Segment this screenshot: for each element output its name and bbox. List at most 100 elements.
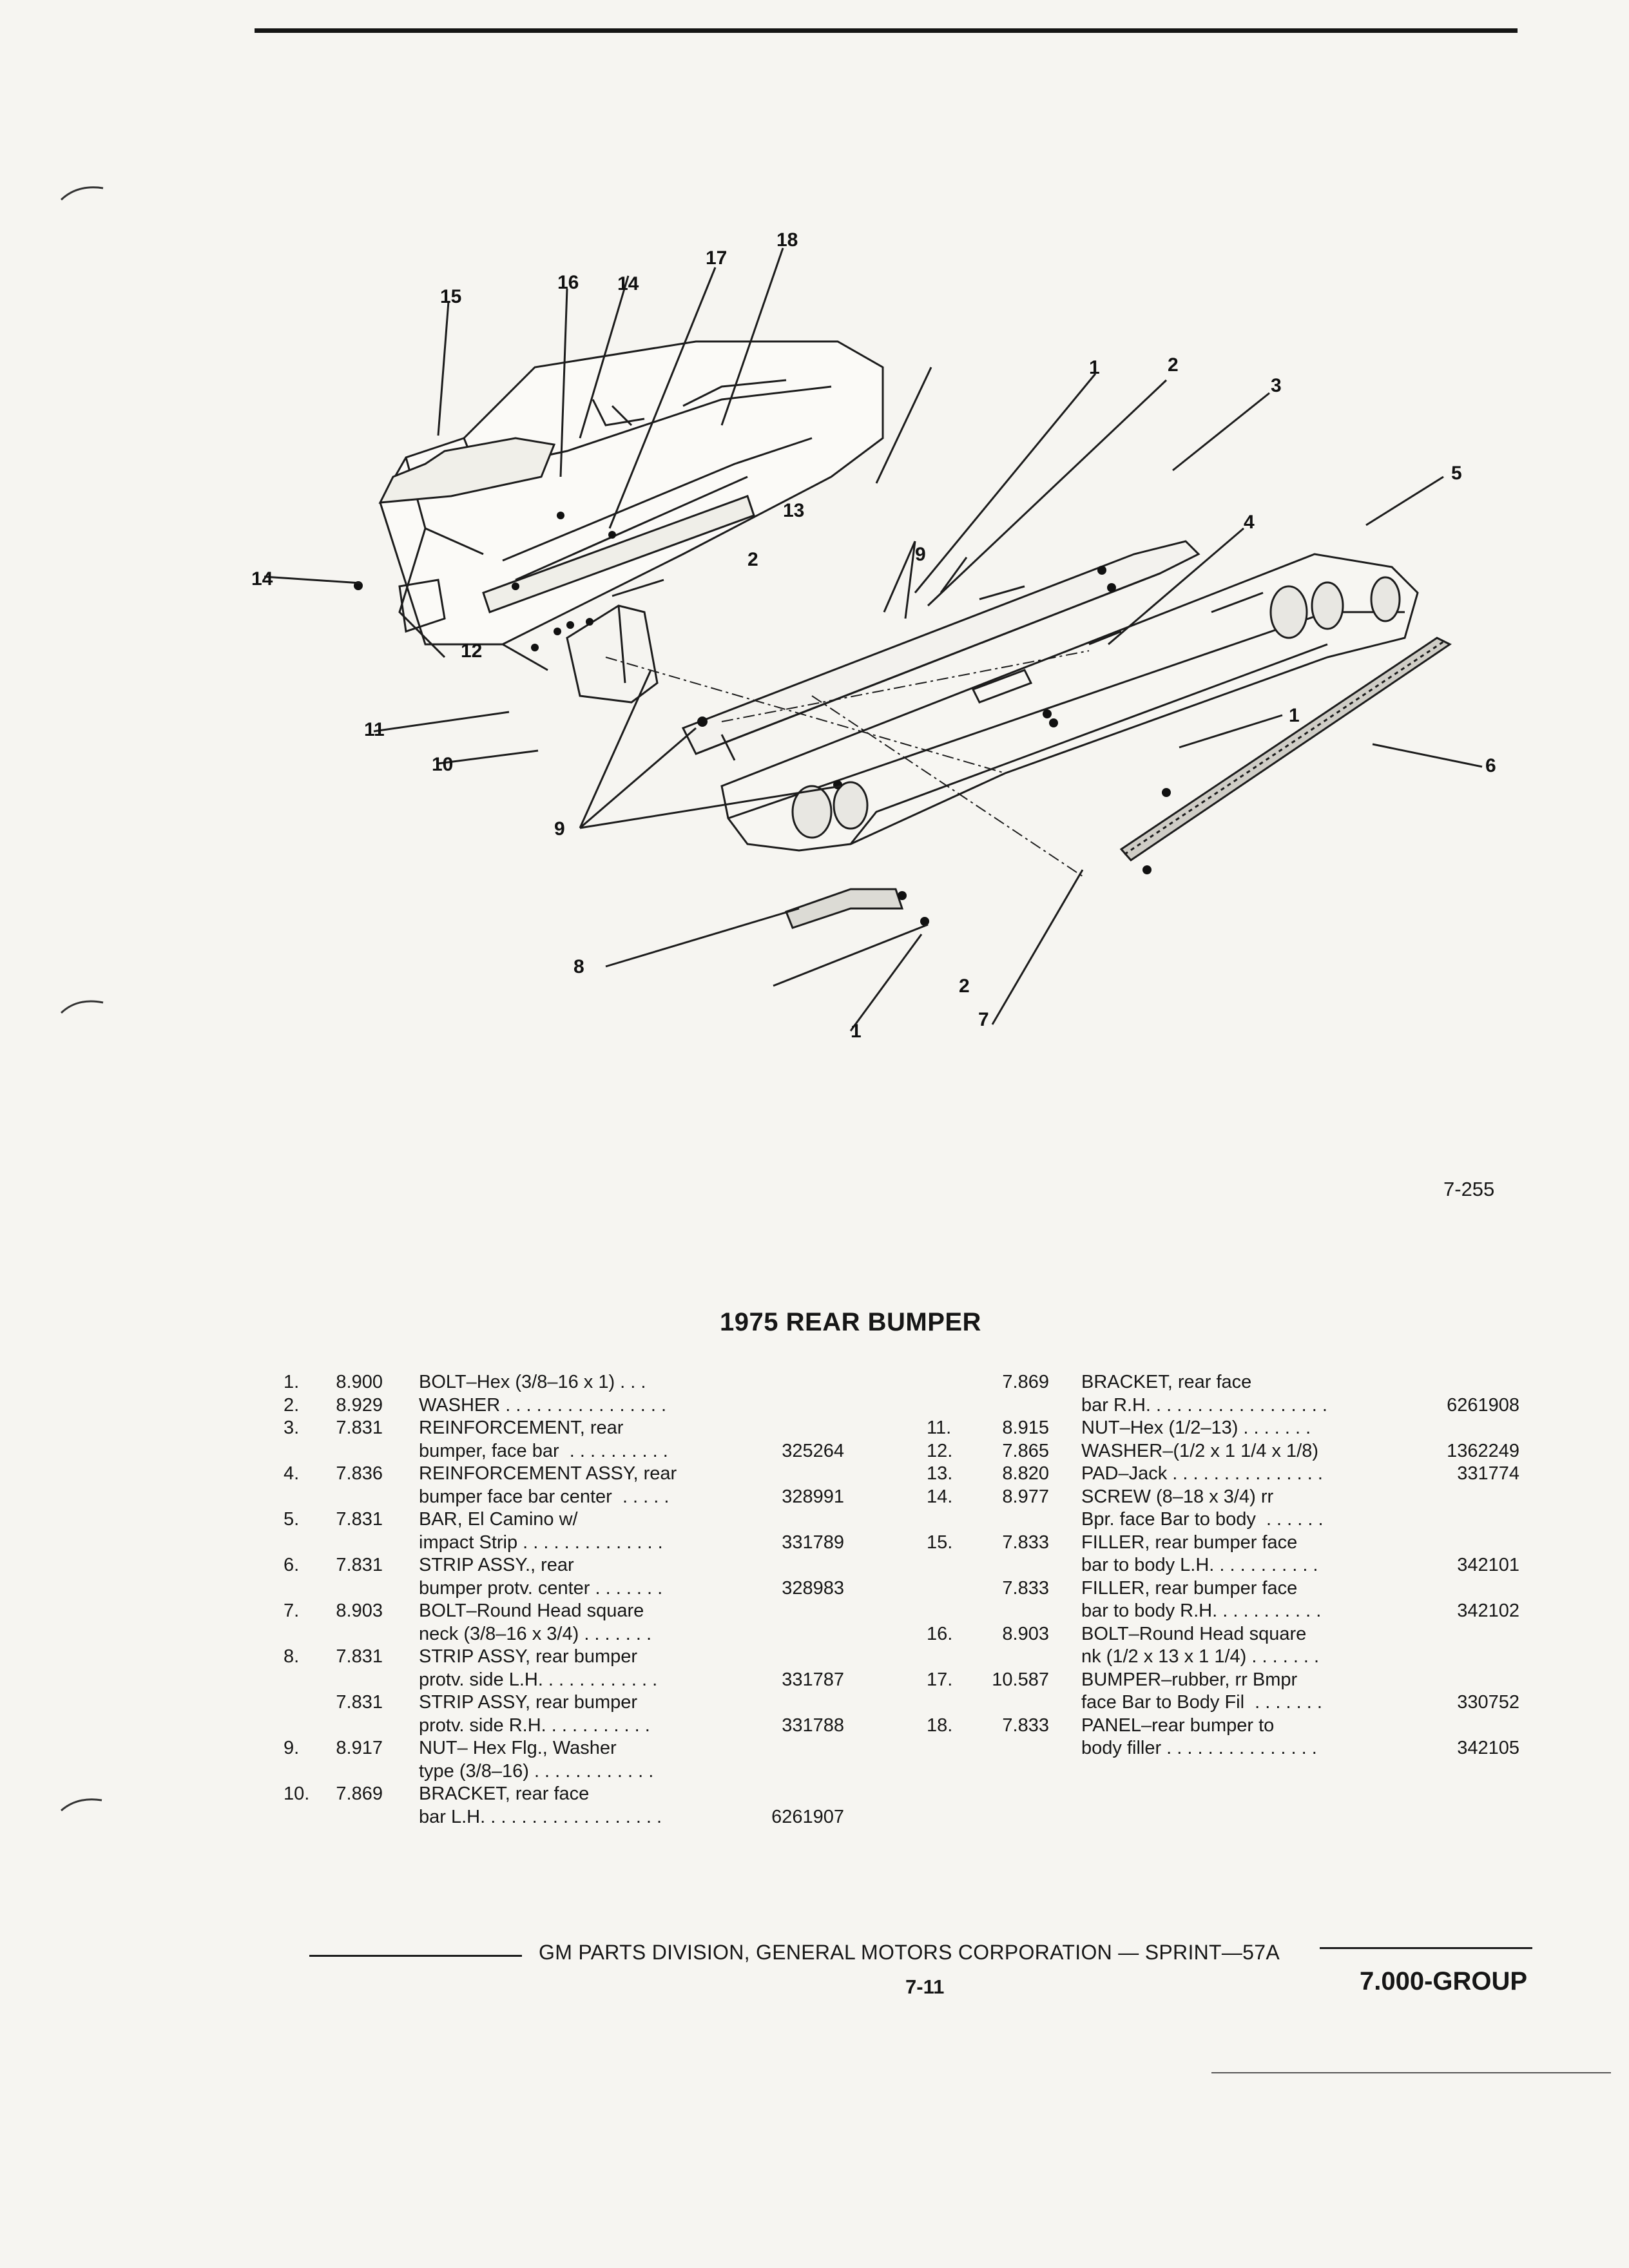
group-label: 7.000-GROUP <box>1360 1967 1528 1995</box>
part-number-index: 18. <box>927 1715 953 1736</box>
part-number-index: 2. <box>284 1394 300 1416</box>
part-catalog-number: 328983 <box>782 1577 844 1599</box>
description-line: PANEL–rear bumper to <box>1081 1715 1275 1736</box>
part-description: BAR, El Camino w/impact Strip . . . . . … <box>419 1508 677 1554</box>
description-line: FILLER, rear bumper face <box>1081 1577 1298 1599</box>
part-group-code: 7.831 <box>336 1692 383 1713</box>
margin-mark <box>60 1000 104 1014</box>
description-line: FILLER, rear bumper face <box>1081 1532 1298 1553</box>
callout-11: 11 <box>364 719 385 740</box>
callout-3: 3 <box>1271 375 1282 396</box>
part-number-index: 16. <box>927 1623 953 1644</box>
part-catalog-number: 6261908 <box>1447 1394 1519 1416</box>
part-group-code: 8.929 <box>336 1394 383 1416</box>
part-group-code: 7.831 <box>336 1555 383 1575</box>
description-line: BRACKET, rear face <box>419 1783 590 1804</box>
part-description: PAD–Jack . . . . . . . . . . . . . . . <box>1081 1463 1403 1486</box>
part-number-index: 17. <box>927 1669 953 1690</box>
description-line: REINFORCEMENT, rear <box>419 1418 624 1438</box>
description-line: BRACKET, rear face <box>1081 1372 1252 1392</box>
callout-1: 1 <box>1089 357 1100 378</box>
callout-2: 2 <box>1168 354 1179 376</box>
top-rule <box>255 28 1518 33</box>
part-group-code: 8.917 <box>336 1738 383 1758</box>
description-line: bar R.H. . . . . . . . . . . . . . . . .… <box>1081 1394 1327 1416</box>
description-line: face Bar to Body Fil . . . . . . . <box>1081 1692 1322 1713</box>
description-line: bar to body R.H. . . . . . . . . . . <box>1081 1600 1322 1621</box>
description-line: protv. side R.H. . . . . . . . . . . <box>419 1715 650 1736</box>
callout-9: 9 <box>554 818 565 840</box>
footer-rule <box>1320 1947 1532 1949</box>
part-number-index: 15. <box>927 1532 953 1553</box>
part-catalog-number: 331789 <box>782 1532 844 1553</box>
description-line: bumper face bar center . . . . . <box>419 1486 670 1507</box>
figure-number: 7-255 <box>1443 1178 1495 1200</box>
description-line: BUMPER–rubber, rr Bmpr <box>1081 1669 1298 1690</box>
callout-14: 14 <box>617 273 639 294</box>
callout-1: 1 <box>851 1021 862 1042</box>
description-line: STRIP ASSY., rear <box>419 1555 574 1575</box>
description-line: BOLT–Round Head square <box>1081 1623 1307 1644</box>
bottom-rule <box>1211 2072 1611 2073</box>
callout-4: 4 <box>1244 512 1255 533</box>
part-group-code: 7.833 <box>1002 1577 1049 1599</box>
callout-17: 17 <box>706 247 727 269</box>
description-line: NUT– Hex Flg., Washer <box>419 1738 617 1758</box>
callout-5: 5 <box>1451 463 1462 484</box>
part-catalog-number: 1362249 <box>1447 1440 1519 1461</box>
callout-12: 12 <box>461 640 482 662</box>
footer-rule <box>309 1955 522 1957</box>
callout-1: 1 <box>1289 705 1300 726</box>
description-line: bumper protv. center . . . . . . . <box>419 1577 663 1599</box>
margin-mark <box>60 186 104 201</box>
description-line: bar L.H. . . . . . . . . . . . . . . . .… <box>419 1806 662 1827</box>
part-number-index: 13. <box>927 1463 953 1484</box>
description-line: Bpr. face Bar to body . . . . . . <box>1081 1509 1324 1530</box>
callout-2: 2 <box>747 549 758 570</box>
description-line: BOLT–Round Head square <box>419 1600 644 1621</box>
callout-7: 7 <box>978 1009 989 1030</box>
part-number-index: 14. <box>927 1486 953 1507</box>
part-description: NUT–Hex (1/2–13) . . . . . . . <box>1081 1417 1403 1440</box>
description-line: impact Strip . . . . . . . . . . . . . . <box>419 1532 663 1553</box>
description-line: neck (3/8–16 x 3/4) . . . . . . . <box>419 1623 652 1644</box>
part-number-index: 10. <box>284 1783 310 1804</box>
description-line: body filler . . . . . . . . . . . . . . … <box>1081 1738 1317 1758</box>
description-line: bar to body L.H. . . . . . . . . . . <box>1081 1555 1318 1575</box>
part-group-code: 10.587 <box>992 1669 1049 1690</box>
part-number-index: 5. <box>284 1509 300 1530</box>
callout-6: 6 <box>1485 755 1496 776</box>
description-line: SCREW (8–18 x 3/4) rr <box>1081 1486 1274 1507</box>
part-number-index: 12. <box>927 1440 953 1461</box>
description-line: NUT–Hex (1/2–13) . . . . . . . <box>1081 1418 1311 1438</box>
part-group-code: 8.915 <box>1002 1418 1049 1438</box>
part-group-code: 7.865 <box>1002 1440 1049 1461</box>
part-group-code: 8.903 <box>1002 1623 1049 1644</box>
part-catalog-number: 331787 <box>782 1669 844 1690</box>
part-catalog-number: 342105 <box>1457 1738 1519 1758</box>
part-description: BOLT–Hex (3/8–16 x 1) . . . <box>419 1371 677 1394</box>
exploded-parts-diagram: 1 2 3 4 5 6 7 8 9 9 10 11 12 13 14 14 15… <box>251 229 1496 1042</box>
part-number-index: 3. <box>284 1418 300 1438</box>
callout-18: 18 <box>776 229 798 251</box>
part-group-code: 7.869 <box>336 1783 383 1804</box>
